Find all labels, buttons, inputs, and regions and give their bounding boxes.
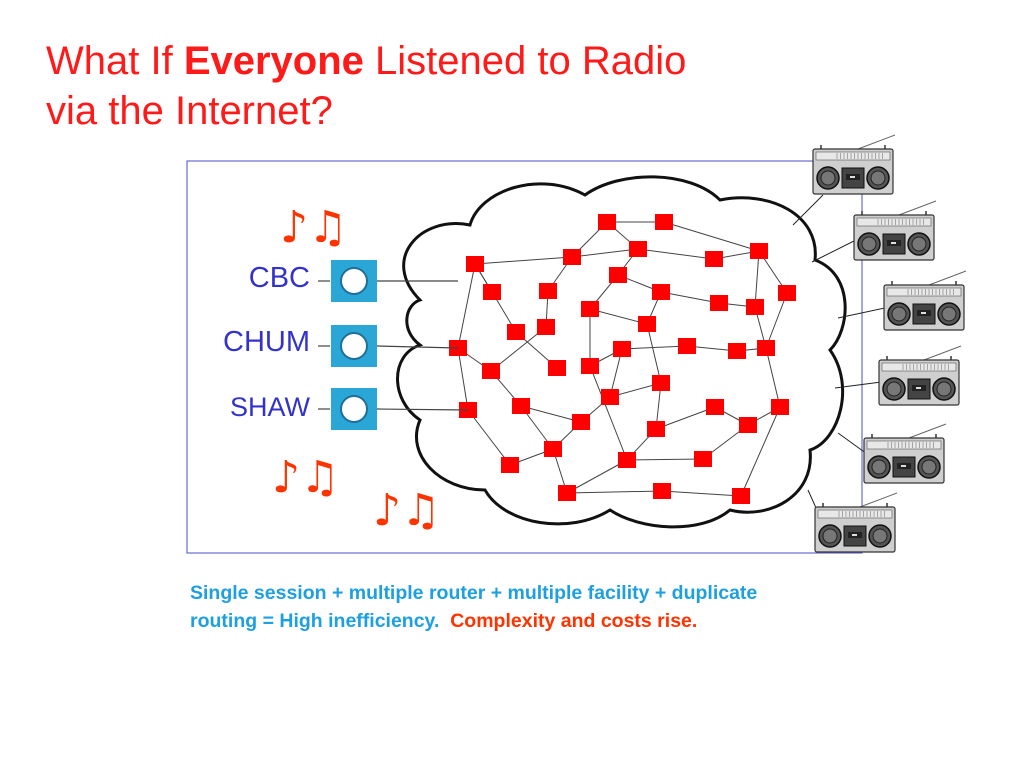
router-icon (482, 363, 500, 379)
router-link (520, 405, 582, 423)
caption: Single session + multiple router + multi… (190, 579, 910, 635)
router-link (474, 256, 573, 265)
music-note-icon: ♪♫ (280, 202, 348, 253)
router-icon (638, 316, 656, 332)
music-note-icon: ♪♫ (272, 452, 340, 503)
router-icon (771, 399, 789, 415)
router-link (566, 459, 628, 494)
station-icon (331, 388, 377, 430)
router-link (765, 292, 788, 349)
diagram-frame (186, 160, 863, 554)
router-link (660, 291, 720, 304)
station-lines (318, 280, 469, 411)
router-icon (732, 488, 750, 504)
router-icon (728, 343, 746, 359)
title-part1: What If (46, 39, 184, 83)
router-icon (544, 441, 562, 457)
router-link (589, 365, 628, 461)
router-icon (705, 251, 723, 267)
router-icon (613, 341, 631, 357)
router-icon (706, 399, 724, 415)
router-icon (601, 389, 619, 405)
router-icon (512, 398, 530, 414)
router-link (626, 458, 704, 461)
router-link (566, 490, 663, 494)
router-icon (483, 284, 501, 300)
router-icon (598, 214, 616, 230)
title-line2: via the Internet? (46, 89, 333, 133)
router-icon (655, 214, 673, 230)
router-icon (572, 414, 590, 430)
router-icon (466, 256, 484, 272)
radio-icon (878, 345, 962, 406)
station-feed-line (376, 408, 469, 411)
router-link (637, 248, 715, 260)
music-notes: ♪♫ ♪♫ ♪♫ (272, 202, 441, 536)
router-icon (739, 417, 757, 433)
router-icon (501, 457, 519, 473)
caption-line2: routing = High inefficiency. (190, 610, 440, 632)
router-link (571, 248, 639, 258)
router-icon (629, 241, 647, 257)
router-icon (778, 285, 796, 301)
radio-icon (853, 200, 937, 261)
radio-icon (812, 134, 896, 195)
router-link (765, 347, 781, 408)
router-icon (609, 267, 627, 283)
station-icon (331, 260, 377, 302)
router-icon (537, 319, 555, 335)
router-icon (746, 299, 764, 315)
router-icon (750, 243, 768, 259)
station-label-shaw: SHAW (230, 392, 310, 422)
router-icon (558, 485, 576, 501)
router-icon (652, 375, 670, 391)
radio-icon (883, 270, 967, 331)
router-link (663, 221, 760, 252)
router-link (589, 308, 648, 325)
radio-icon (863, 423, 947, 484)
router-icon (563, 249, 581, 265)
station-label-chum: CHUM (223, 326, 310, 358)
router-link (655, 406, 716, 430)
router-link (646, 323, 662, 384)
radios (812, 134, 967, 553)
routers (449, 214, 796, 504)
router-icon (647, 421, 665, 437)
radio-icon (814, 492, 898, 553)
title-emphasis: Everyone (183, 39, 364, 83)
router-icon (653, 483, 671, 499)
router-icon (539, 283, 557, 299)
router-icon (652, 284, 670, 300)
router-icon (694, 451, 712, 467)
router-icon (710, 295, 728, 311)
router-link (754, 250, 760, 308)
router-icon (618, 452, 636, 468)
station-feed-line (376, 345, 459, 349)
station-label-cbc: CBC (248, 262, 310, 294)
router-link (467, 409, 511, 466)
caption-highlight: Complexity and costs rise. (450, 610, 698, 632)
router-link (457, 263, 476, 349)
radio-link (792, 194, 824, 226)
router-link (490, 326, 547, 372)
router-link (457, 347, 469, 411)
title-part2: Listened to Radio (363, 39, 687, 83)
router-link (740, 406, 781, 497)
station-icon (331, 325, 377, 367)
router-icon (581, 301, 599, 317)
music-note-icon: ♪♫ (373, 485, 441, 536)
router-link (621, 345, 688, 350)
slide-title: What If Everyone Listened to Radio via t… (46, 36, 686, 136)
stations (331, 260, 377, 430)
router-icon (507, 324, 525, 340)
router-icon (757, 340, 775, 356)
caption-line1: Single session + multiple router + multi… (190, 582, 758, 604)
router-icon (581, 358, 599, 374)
router-icon (548, 360, 566, 376)
router-link (661, 490, 742, 497)
router-icon (678, 338, 696, 354)
